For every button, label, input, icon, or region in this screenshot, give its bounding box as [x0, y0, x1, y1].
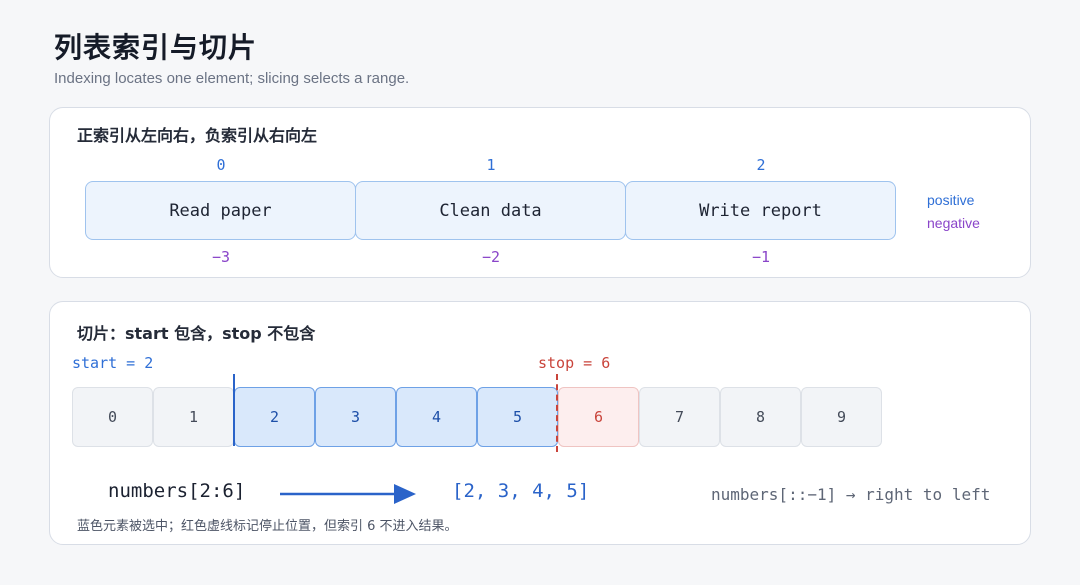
array-cell: 2 [234, 387, 315, 447]
list-item-box: Clean data [355, 181, 626, 240]
list-item-box: Read paper [85, 181, 356, 240]
page-subtitle: Indexing locates one element; slicing se… [54, 70, 410, 87]
array-cell: 5 [477, 387, 558, 447]
array-cell: 8 [720, 387, 801, 447]
page-title: 列表索引与切片 [54, 31, 258, 64]
reverse-note: numbers[::−1] → right to left [711, 485, 991, 504]
slice-expression: numbers[2:6] [108, 480, 246, 502]
indexing-heading: 正索引从左向右，负索引从右向左 [77, 126, 318, 145]
legend-positive: positive [927, 192, 975, 208]
positive-index: 0 [216, 156, 226, 174]
positive-index: 1 [486, 156, 496, 174]
array-cell: 9 [801, 387, 882, 447]
stop-marker-line [556, 374, 558, 452]
footnote: 蓝色元素被选中；红色虚线标记停止位置，但索引 6 不进入结果。 [77, 519, 458, 534]
slice-result: [2, 3, 4, 5] [452, 480, 590, 502]
negative-index: −2 [481, 248, 501, 266]
array-cell: 6 [558, 387, 639, 447]
list-item-box: Write report [625, 181, 896, 240]
slicing-card: 切片：start 包含，stop 不包含 start = 2 stop = 6 … [49, 301, 1031, 545]
positive-index: 2 [756, 156, 766, 174]
start-marker-line [233, 374, 235, 446]
array-cell: 1 [153, 387, 234, 447]
array-cell: 7 [639, 387, 720, 447]
negative-index: −3 [211, 248, 231, 266]
array-cell: 4 [396, 387, 477, 447]
start-label: start = 2 [72, 354, 154, 372]
arrow-right-icon [280, 484, 416, 504]
legend-negative: negative [927, 215, 980, 231]
array-cell: 0 [72, 387, 153, 447]
indexing-card: 正索引从左向右，负索引从右向左 0 1 2 Read paper Clean d… [49, 107, 1031, 278]
slicing-heading: 切片：start 包含，stop 不包含 [77, 324, 316, 343]
stop-label: stop = 6 [538, 354, 611, 372]
negative-index: −1 [751, 248, 771, 266]
array-cell: 3 [315, 387, 396, 447]
